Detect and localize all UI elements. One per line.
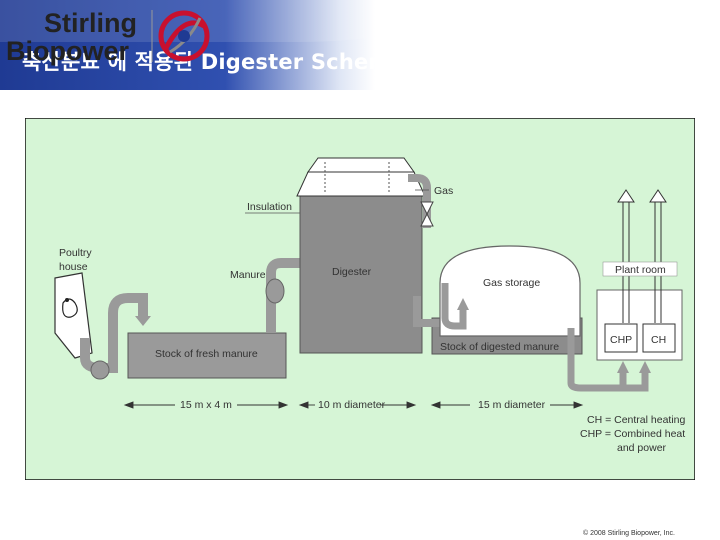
legend-line2: CHP = Combined heat	[580, 428, 685, 440]
gas-valve-icon	[420, 201, 434, 216]
poultry-house	[54, 272, 93, 359]
pipe-digester-to-stock	[413, 296, 445, 327]
digester-schematic: Gas Insulation Poultry house Manure Dige…	[25, 118, 695, 480]
logo-line2: Biopower	[6, 36, 129, 66]
label-dim-right: 15 m diameter	[478, 399, 546, 411]
label-plant-room: Plant room	[615, 264, 666, 276]
swirl-emblem-icon	[158, 10, 210, 62]
chp-unit	[604, 323, 638, 353]
label-stock-fresh: Stock of fresh manure	[155, 348, 258, 360]
legend-line3: and power	[617, 442, 667, 454]
dimension-lines	[123, 401, 584, 409]
header-background	[0, 0, 720, 90]
label-gas: Gas	[434, 185, 453, 197]
gas-supply-pipe	[567, 328, 649, 392]
digester-tank	[296, 157, 426, 354]
label-chp: CHP	[610, 334, 632, 346]
label-stock-digested: Stock of digested manure	[440, 341, 559, 353]
label-ch: CH	[651, 334, 666, 346]
poultry-icon	[62, 298, 78, 318]
pump-2	[265, 278, 285, 304]
slide-header: 축산분뇨 에 적용된 Digester Schematic Stirling B…	[0, 0, 720, 90]
label-gas-storage: Gas storage	[483, 277, 540, 289]
legend-line1: CH = Central heating	[587, 414, 686, 426]
label-manure: Manure	[230, 269, 266, 281]
label-dim-left: 15 m x 4 m	[180, 399, 232, 411]
gas-storage-dome	[439, 245, 581, 337]
label-digester: Digester	[332, 266, 372, 278]
gas-pipe	[408, 174, 431, 228]
pipe-stock-to-digester	[266, 258, 303, 333]
stock-fresh-manure	[127, 332, 287, 379]
label-insulation: Insulation	[247, 201, 292, 213]
pipe-poultry-to-stock	[80, 293, 148, 373]
pump-1	[90, 360, 110, 380]
plant-room	[596, 289, 683, 361]
ch-unit	[642, 323, 676, 353]
slide-title: 축산분뇨 에 적용된 Digester Schematic	[22, 50, 436, 74]
label-poultry: Poultry	[59, 247, 92, 259]
stirling-biopower-logo: Stirling Biopower	[6, 8, 210, 66]
copyright-notice: © 2008 Stirling Biopower, Inc.	[583, 530, 675, 537]
label-house: house	[59, 261, 88, 273]
label-dim-mid: 10 m diameter	[318, 399, 386, 411]
logo-line1: Stirling	[44, 8, 137, 38]
